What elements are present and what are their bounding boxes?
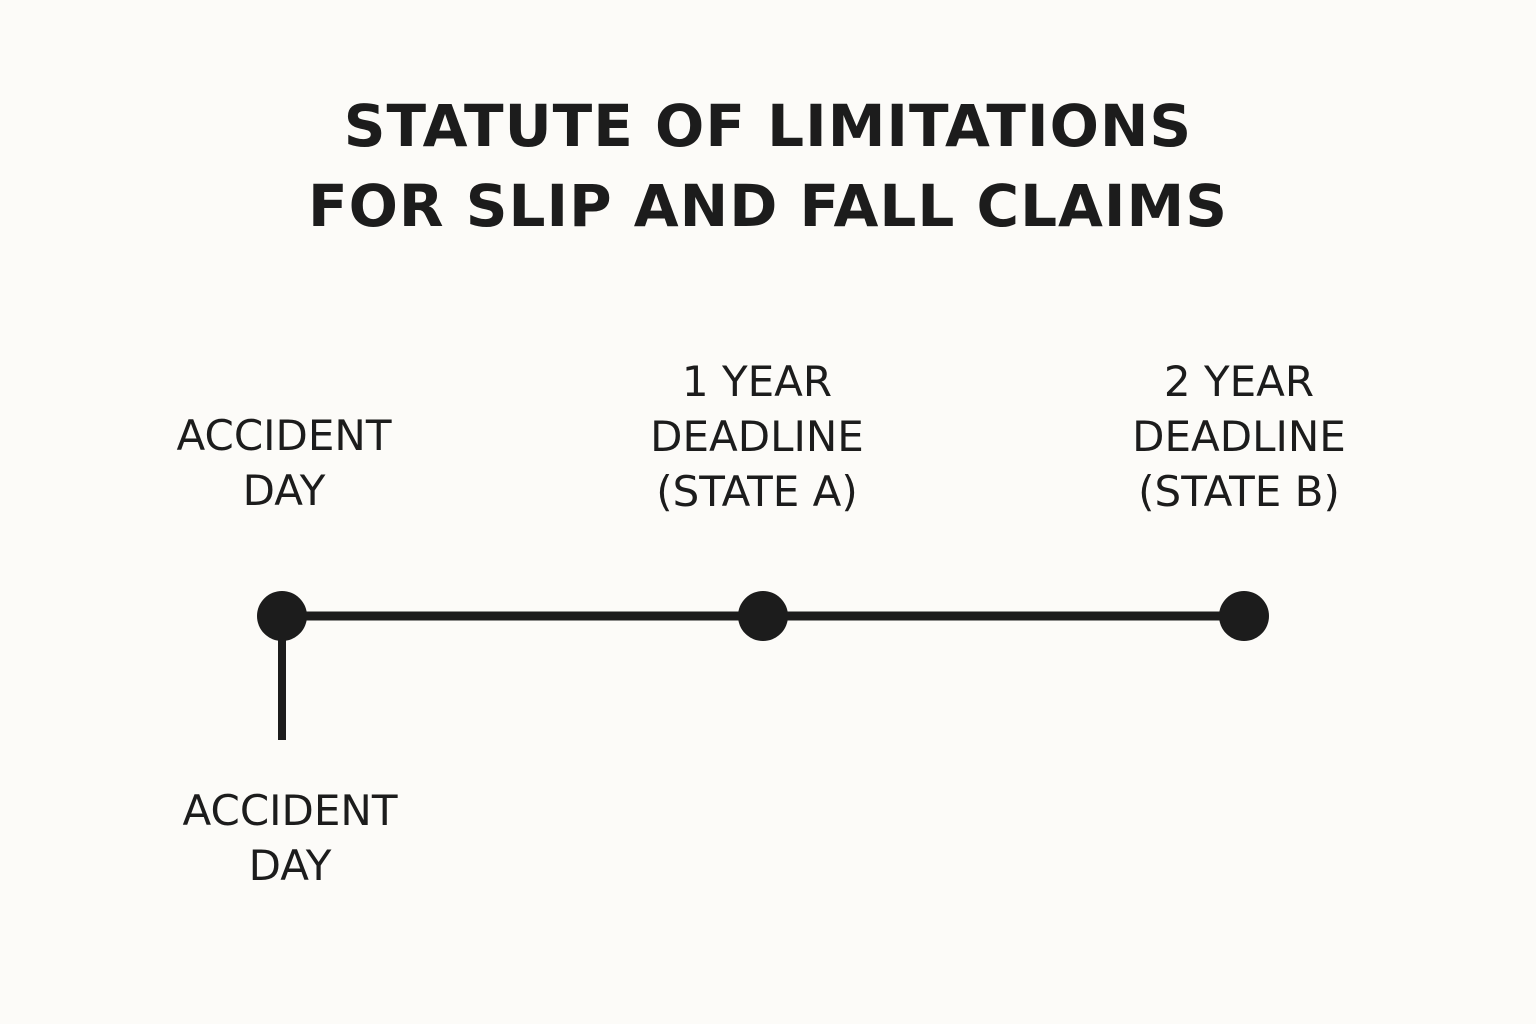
- two-year-deadline-label-line-3: (STATE B): [1138, 467, 1340, 516]
- one-year-deadline-label-line-2: DEADLINE: [650, 412, 864, 461]
- two-year-deadline-label-line-2: DEADLINE: [1132, 412, 1346, 461]
- accident-day-label: ACCIDENT DAY: [134, 408, 434, 518]
- accident-marker-label-line-2: DAY: [248, 841, 332, 890]
- title-line-2: FOR SLIP AND FALL CLAIMS: [308, 172, 1228, 240]
- accident-day-label-line-1: ACCIDENT: [176, 411, 392, 460]
- accident-marker-label-line-1: ACCIDENT: [182, 786, 398, 835]
- two-year-deadline-dot: [1219, 591, 1269, 641]
- accident-day-dot: [257, 591, 307, 641]
- two-year-deadline-label-line-1: 2 YEAR: [1163, 357, 1315, 406]
- one-year-deadline-dot: [738, 591, 788, 641]
- title-line-1: STATUTE OF LIMITATIONS: [343, 92, 1193, 160]
- one-year-deadline-label: 1 YEAR DEADLINE (STATE A): [607, 354, 907, 519]
- accident-marker-label: ACCIDENT DAY: [140, 783, 440, 893]
- one-year-deadline-label-line-3: (STATE A): [656, 467, 858, 516]
- two-year-deadline-label: 2 YEAR DEADLINE (STATE B): [1089, 354, 1389, 519]
- diagram-title: STATUTE OF LIMITATIONS FOR SLIP AND FALL…: [0, 86, 1536, 246]
- accident-day-label-line-2: DAY: [242, 466, 326, 515]
- one-year-deadline-label-line-1: 1 YEAR: [681, 357, 833, 406]
